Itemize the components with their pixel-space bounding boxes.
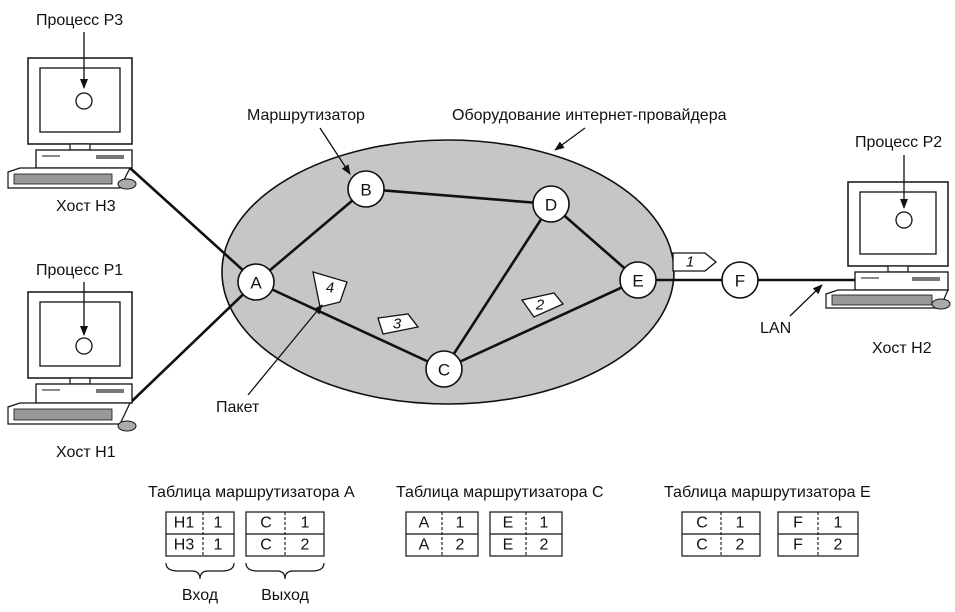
router-b-label: B [360, 181, 371, 200]
table-cell: F [793, 537, 803, 554]
table-cell: E [503, 515, 514, 532]
table-cell: A [419, 515, 430, 532]
router-e-label: E [632, 272, 643, 291]
table-cell: 2 [301, 537, 310, 554]
table-cell: A [419, 537, 430, 554]
table-cell: H1 [174, 515, 195, 532]
table-cell: 1 [301, 515, 310, 532]
table-cell: C [696, 515, 708, 532]
lan-callout-label: LAN [760, 320, 791, 337]
router-d-label: D [545, 196, 557, 215]
packet-callout-label: Пакет [216, 399, 260, 416]
link-h1-a [129, 281, 257, 404]
table-cell: 1 [214, 515, 223, 532]
isp-callout-label: Оборудование интернет-провайдера [452, 107, 727, 124]
router-e: E [619, 261, 657, 299]
arrow-pointer-icon [247, 304, 323, 396]
link-c-e [443, 278, 639, 371]
desktop-computer-icon [825, 181, 951, 310]
table-cell: 1 [834, 515, 843, 532]
host-h2: Процесс P2 Хост H2 [825, 134, 951, 357]
router-callout-label: Маршрутизатор [247, 107, 365, 124]
input-brace [165, 562, 235, 580]
table-cell: 2 [736, 537, 745, 554]
link-d-e [550, 203, 639, 281]
routing-table-c-title: Таблица маршрутизатора C [396, 484, 604, 501]
arrow-pointer-icon [789, 284, 823, 317]
process-p2-label: Процесс P2 [855, 134, 942, 151]
input-label: Вход [182, 587, 219, 604]
link-b-d [365, 187, 552, 206]
host-h2-label: Хост H2 [872, 340, 932, 357]
routing-table-c: Таблица маршрутизатора C A 1 A 2 E 1 E 2 [396, 484, 604, 557]
process-p3-label: Процесс P3 [36, 12, 123, 29]
packet-1-label: 1 [686, 254, 694, 271]
arrow-pointer-icon [554, 127, 586, 151]
router-c-label: C [438, 361, 450, 380]
host-h3: Процесс P3 Хост H3 [7, 12, 137, 215]
host-h3-label: Хост H3 [56, 198, 116, 215]
table-cell: C [696, 537, 708, 554]
desktop-computer-icon [7, 291, 137, 432]
router-a-label: A [250, 274, 262, 293]
router-c: C [425, 350, 463, 388]
process-p1-label: Процесс P1 [36, 262, 123, 279]
output-brace [245, 562, 325, 580]
routing-table-a-title: Таблица маршрутизатора A [148, 484, 355, 501]
router-b: B [347, 170, 385, 208]
table-cell: 1 [214, 537, 223, 554]
host-h1-label: Хост H1 [56, 444, 116, 461]
table-cell: C [260, 515, 272, 532]
table-cell: 1 [456, 515, 465, 532]
router-a: A [237, 263, 275, 301]
packet-2: 2 [520, 292, 565, 318]
table-cell: 2 [834, 537, 843, 554]
router-d: D [532, 185, 570, 223]
link-a-c [255, 280, 445, 371]
link-a-b [255, 188, 367, 283]
routing-table-e: Таблица маршрутизатора E C 1 C 2 F 1 F 2 [664, 484, 871, 557]
routing-table-a: Таблица маршрутизатора A H1 1 H3 1 C 1 C… [148, 484, 355, 604]
host-h1: Процесс P1 Хост H1 [7, 262, 137, 461]
table-cell: H3 [174, 537, 195, 554]
packet-2-label: 2 [535, 297, 545, 314]
packet-3-label: 3 [393, 316, 402, 333]
table-cell: C [260, 537, 272, 554]
packet-4: 4 [312, 271, 348, 308]
routing-table-e-title: Таблица маршрутизатора E [664, 484, 871, 501]
packet-3: 3 [377, 313, 420, 335]
desktop-computer-icon [7, 57, 137, 190]
router-f-label: F [735, 272, 745, 291]
table-cell: 1 [540, 515, 549, 532]
table-cell: 1 [736, 515, 745, 532]
packet-4-label: 4 [326, 280, 334, 297]
packet-1: 1 [672, 252, 718, 272]
table-cell: F [793, 515, 803, 532]
router-f: F [721, 261, 759, 299]
output-label: Выход [261, 587, 310, 604]
link-h3-a [129, 167, 257, 283]
arrow-pointer-icon [319, 127, 351, 175]
table-cell: 2 [456, 537, 465, 554]
table-cell: E [503, 537, 514, 554]
link-d-c [442, 203, 553, 370]
table-cell: 2 [540, 537, 549, 554]
